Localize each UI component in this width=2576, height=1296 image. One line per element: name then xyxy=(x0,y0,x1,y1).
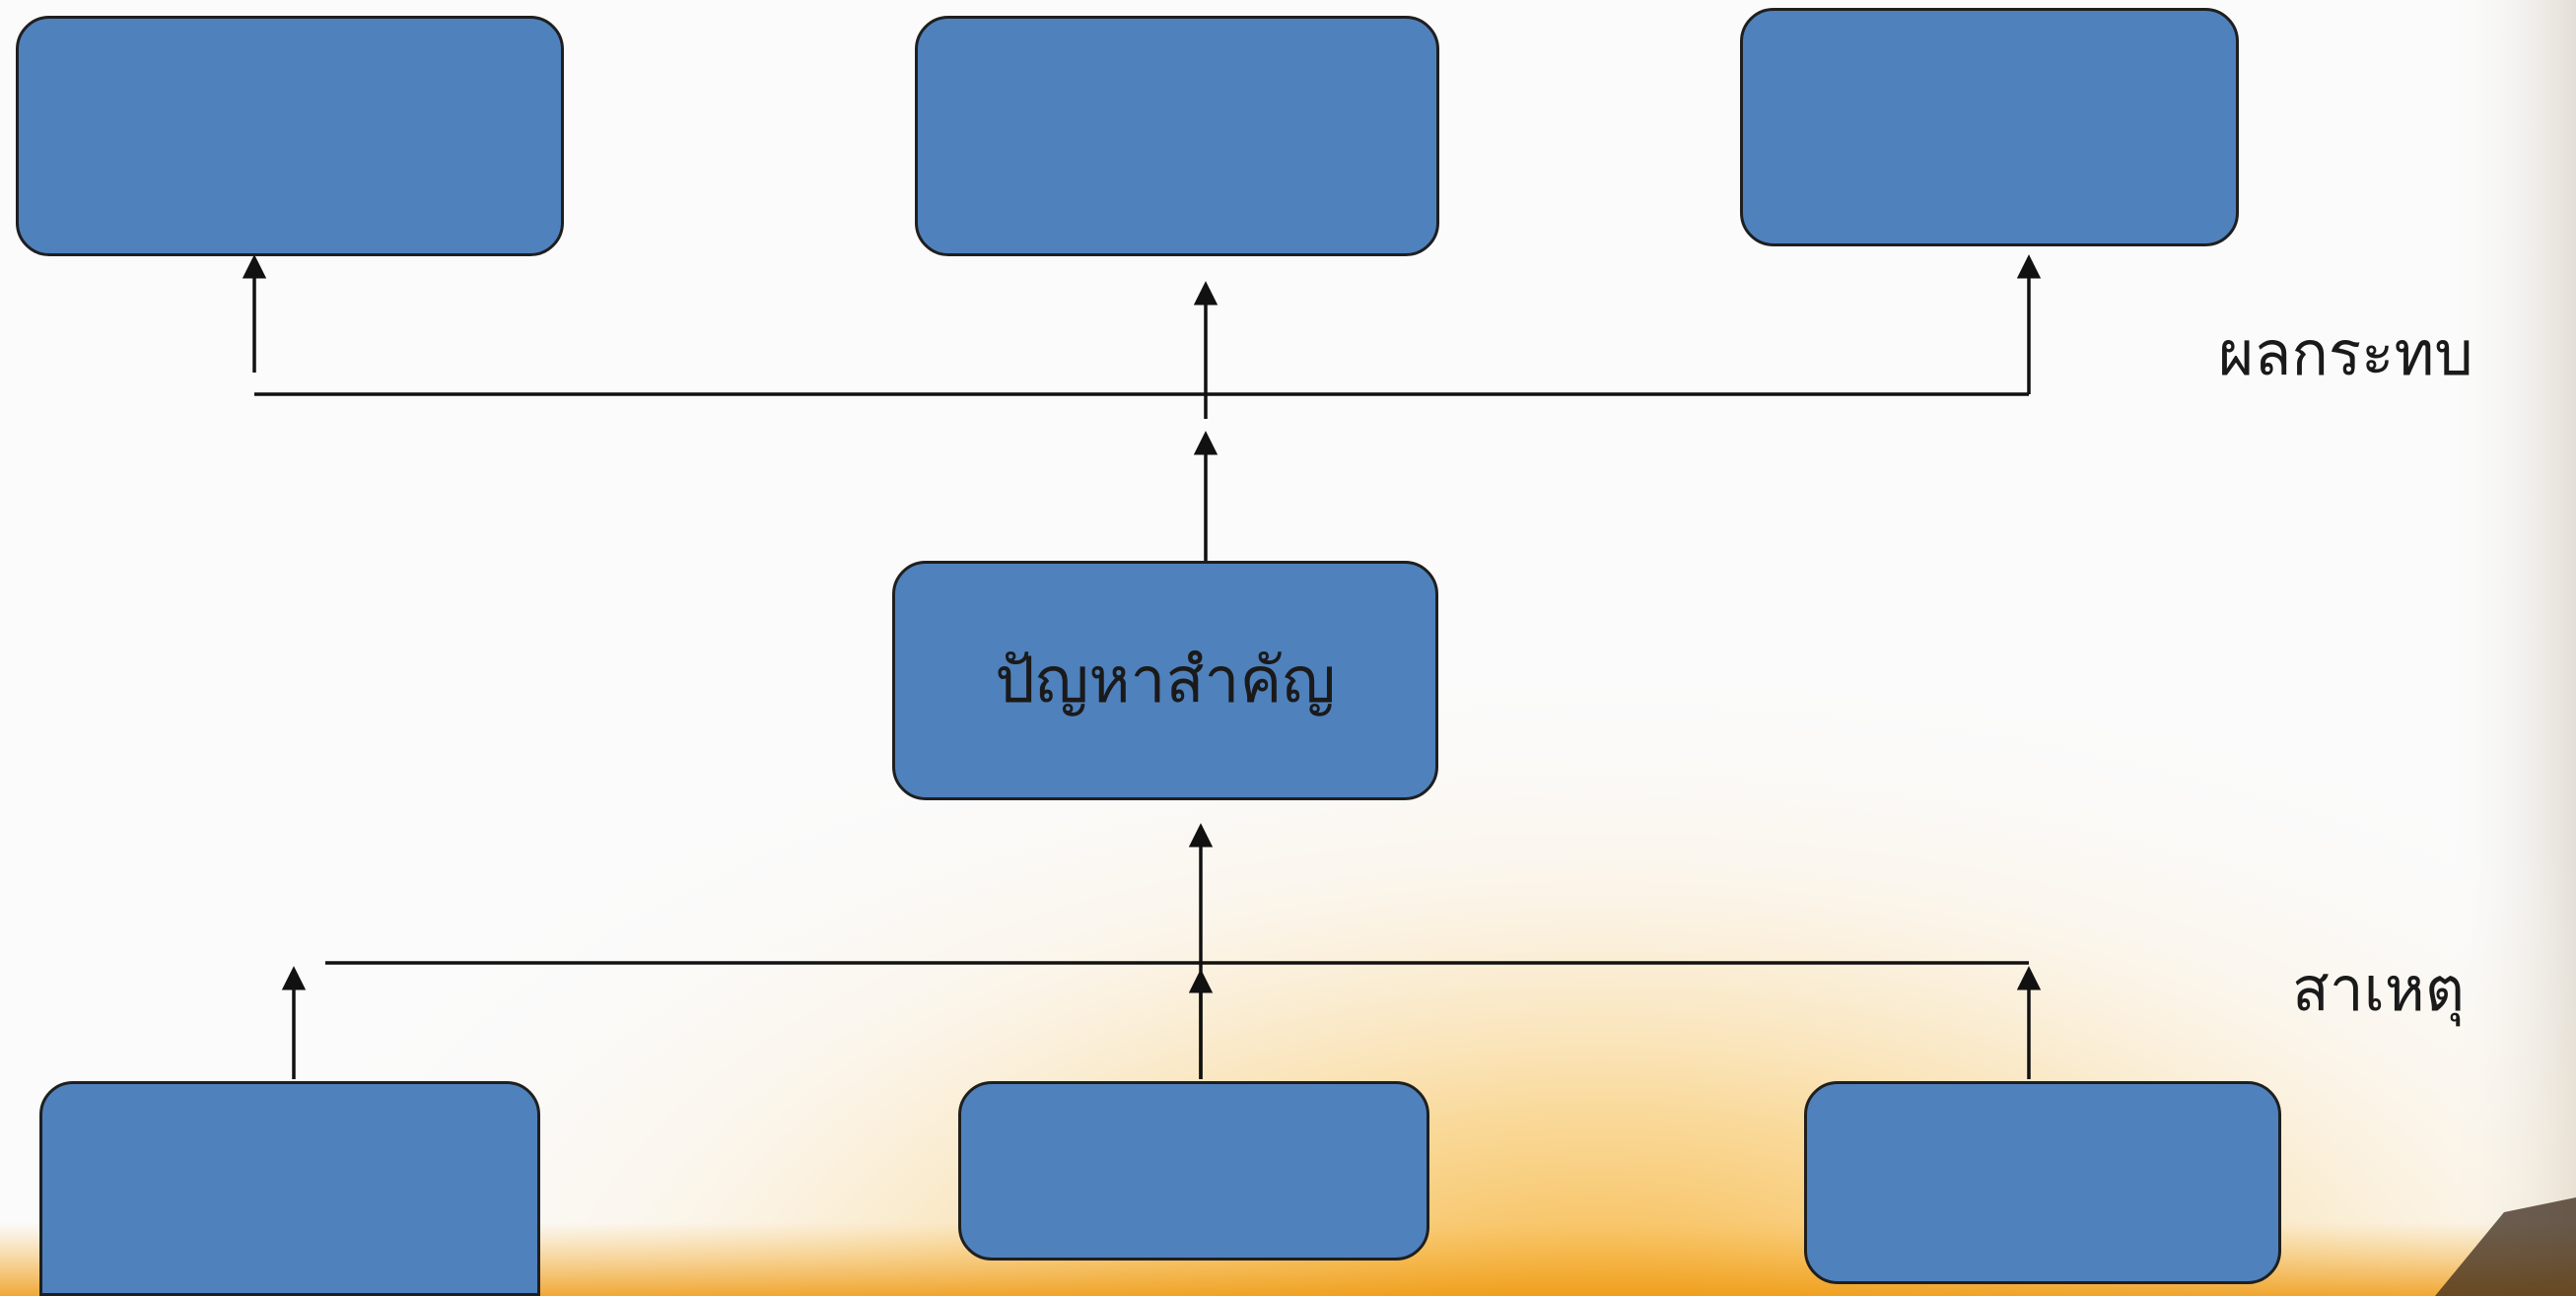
effect-box-1 xyxy=(16,16,564,256)
cause-box-1 xyxy=(39,1081,540,1296)
cause-box-2 xyxy=(958,1081,1429,1261)
effect-box-3 xyxy=(1740,8,2239,246)
effects-label: ผลกระทบ xyxy=(2218,317,2473,389)
core-problem-label: ปัญหาสำคัญ xyxy=(995,644,1336,717)
causes-label: สาเหตุ xyxy=(2292,953,2465,1025)
cause-box-3 xyxy=(1804,1081,2281,1284)
effect-box-2 xyxy=(915,16,1439,256)
core-problem-box: ปัญหาสำคัญ xyxy=(892,561,1438,800)
